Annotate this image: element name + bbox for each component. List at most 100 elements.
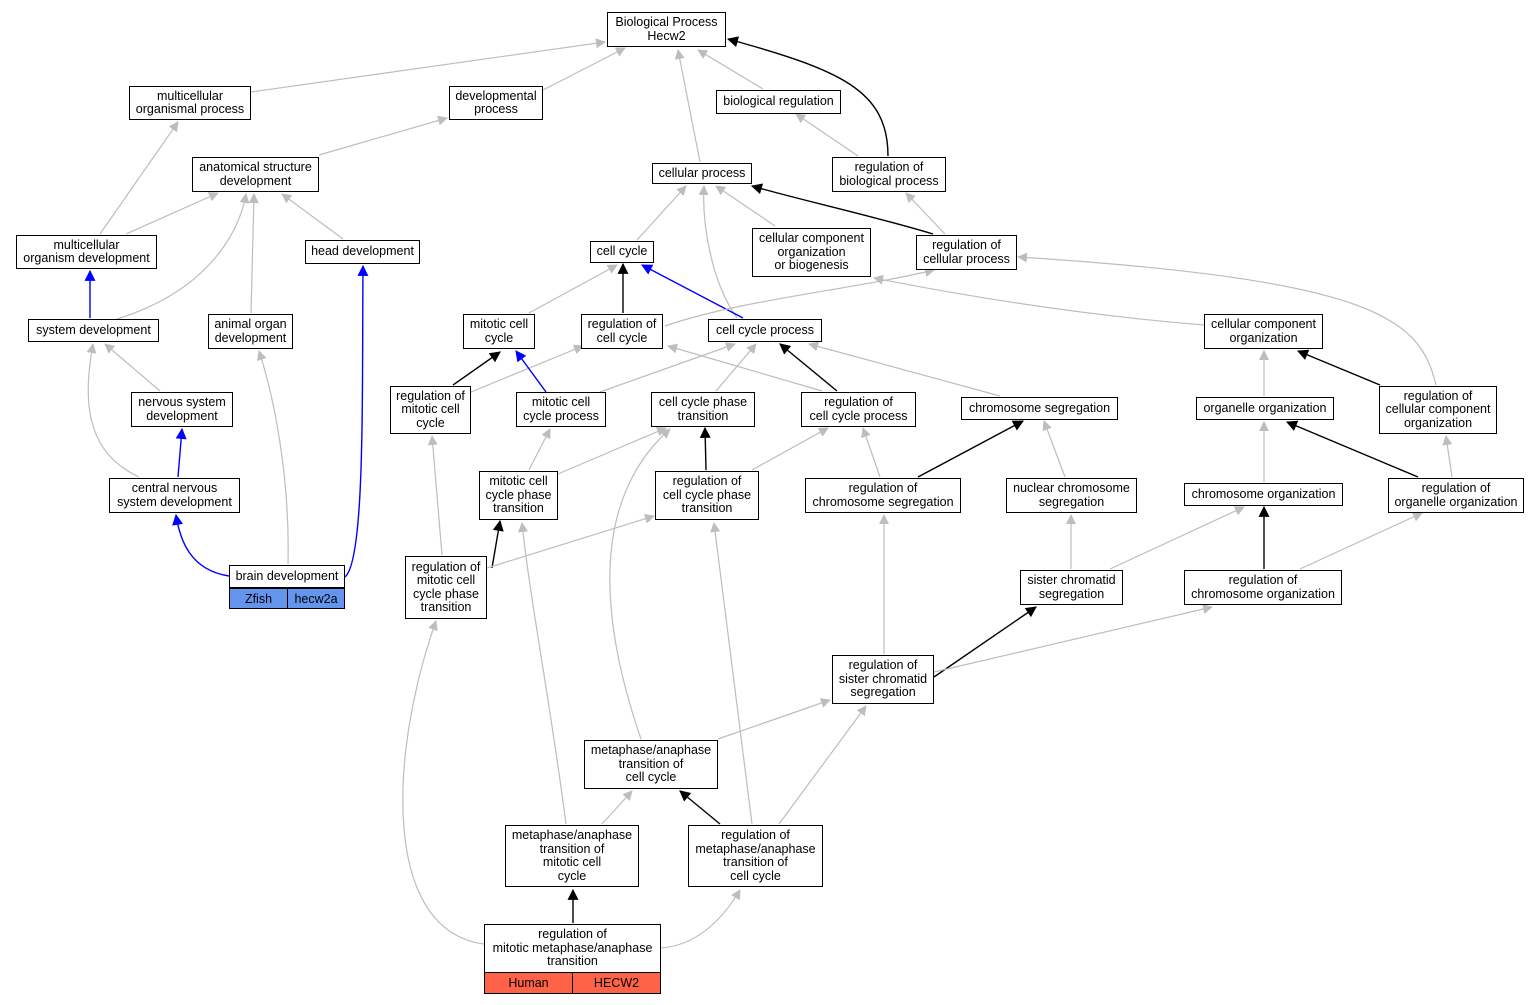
term-nuclear-chromosome-segregation[interactable]: nuclear chromosome segregation (1006, 478, 1137, 513)
edge-69 (660, 889, 741, 949)
term-sister-chromatid-segregation[interactable]: sister chromatid segregation (1020, 570, 1123, 605)
term-cell-cycle[interactable]: cell cycle (590, 241, 654, 263)
edge-28 (86, 343, 140, 478)
edge-68 (402, 620, 485, 945)
human-gene-badge: HECW2 (572, 972, 661, 994)
term-mitotic-cell-cycle-process[interactable]: mitotic cell cycle process (516, 392, 606, 427)
term-root[interactable]: Biological Process Hecw2 (607, 12, 726, 47)
edge-47 (427, 435, 443, 556)
edge-3 (697, 49, 764, 90)
term-cell-cycle-phase-transition[interactable]: cell cycle phase transition (651, 392, 755, 427)
human-species-badge: Human (484, 972, 573, 994)
term-regulation-of-cellular-component-organization[interactable]: regulation of cellular component organiz… (1379, 386, 1497, 434)
edge-42 (917, 420, 1024, 478)
edge-25 (1296, 349, 1381, 386)
edge-14 (715, 185, 776, 227)
edge-13 (636, 185, 687, 241)
term-regulation-of-sister-chromatid-segregation[interactable]: regulation of sister chromatid segregati… (832, 655, 934, 704)
edge-59 (933, 604, 1213, 673)
edge-65 (710, 522, 753, 825)
edge-63 (601, 790, 633, 825)
edge-20 (641, 264, 744, 319)
term-metaphase-anaphase-transition-of-mitotic-cell-cycle[interactable]: metaphase/anaphase transition of mitotic… (505, 825, 639, 887)
term-chromosome-segregation[interactable]: chromosome segregation (961, 397, 1118, 420)
term-system-development[interactable]: system development (28, 319, 159, 342)
edge-66 (778, 705, 867, 825)
edge-5 (795, 113, 859, 157)
term-multicellular-organismal-process[interactable]: multicellular organismal process (129, 86, 251, 120)
term-cellular-component-organization-or-biogenesis[interactable]: cellular component organization or bioge… (752, 228, 871, 277)
edge-41 (861, 427, 881, 478)
edge-12 (281, 193, 344, 240)
term-multicellular-organism-development[interactable]: multicellular organism development (16, 235, 157, 269)
term-biological-regulation[interactable]: biological regulation (716, 90, 841, 114)
edge-16 (905, 192, 946, 235)
edge-46 (1442, 435, 1453, 478)
edge-22 (873, 274, 1205, 326)
term-cell-cycle-process[interactable]: cell cycle process (708, 319, 822, 342)
edge-7 (99, 121, 179, 235)
term-regulation-of-cell-cycle-process[interactable]: regulation of cell cycle process (801, 392, 916, 427)
zfish-gene-badge: hecw2a (287, 588, 345, 609)
term-animal-organ-development[interactable]: animal organ development (208, 314, 293, 349)
zfish-species-badge: Zfish (229, 588, 288, 609)
term-regulation-of-metaphase-anaphase-transition-of-cell-cycle[interactable]: regulation of metaphase/anaphase transit… (688, 825, 823, 887)
edge-27 (175, 427, 187, 478)
edge-45 (1285, 420, 1419, 478)
edge-39 (699, 426, 711, 471)
term-cellular-process[interactable]: cellular process (652, 163, 752, 184)
edge-54 (1109, 506, 1245, 570)
edge-33 (715, 343, 757, 392)
edge-2 (674, 49, 701, 163)
term-mitotic-cell-cycle-phase-transition[interactable]: mitotic cell cycle phase transition (479, 471, 558, 520)
edge-51 (344, 264, 369, 578)
edge-0 (250, 38, 606, 93)
term-developmental-process[interactable]: developmental process (449, 86, 543, 120)
term-central-nervous-system-development[interactable]: central nervous system development (109, 478, 240, 513)
term-organelle-organization[interactable]: organelle organization (1196, 397, 1334, 420)
term-regulation-of-cellular-process[interactable]: regulation of cellular process (916, 235, 1017, 270)
edge-4 (726, 36, 889, 157)
edge-32 (599, 342, 736, 393)
edge-48 (491, 519, 504, 569)
edge-64 (679, 790, 721, 825)
edge-34 (779, 343, 838, 392)
term-anatomical-structure-development[interactable]: anatomical structure development (192, 157, 319, 192)
edge-38 (557, 426, 667, 475)
edge-40 (751, 427, 829, 471)
term-regulation-of-cell-cycle-phase-transition[interactable]: regulation of cell cycle phase transitio… (655, 471, 759, 520)
edge-37 (528, 428, 551, 471)
term-regulation-of-cell-cycle[interactable]: regulation of cell cycle (581, 314, 663, 349)
term-regulation-of-mitotic-cell-cycle-phase-transition[interactable]: regulation of mitotic cell cycle phase t… (405, 556, 487, 619)
term-regulation-of-organelle-organization[interactable]: regulation of organelle organization (1388, 478, 1524, 513)
edge-29 (452, 351, 501, 386)
term-cellular-component-organization[interactable]: cellular component organization (1204, 314, 1323, 349)
term-nervous-system-development[interactable]: nervous system development (131, 392, 233, 427)
term-mitotic-cell-cycle[interactable]: mitotic cell cycle (463, 314, 535, 349)
term-regulation-of-biological-process[interactable]: regulation of biological process (832, 157, 946, 192)
edge-26 (104, 343, 161, 392)
edge-56 (1299, 512, 1423, 570)
edge-36 (808, 341, 1001, 397)
edge-6 (318, 115, 448, 156)
edge-19 (528, 264, 618, 314)
edge-15 (750, 183, 934, 235)
term-chromosome-organization[interactable]: chromosome organization (1184, 483, 1343, 506)
edge-21 (664, 267, 935, 327)
edge-61 (609, 428, 671, 740)
edge-31 (515, 350, 547, 393)
term-regulation-of-mitotic-metaphase-anaphase-transition[interactable]: regulation of mitotic metaphase/anaphase… (484, 924, 661, 973)
edge-58 (933, 606, 1037, 678)
edge-60 (717, 698, 831, 740)
edge-1 (542, 47, 626, 91)
term-regulation-of-chromosome-organization[interactable]: regulation of chromosome organization (1184, 570, 1342, 605)
term-regulation-of-mitotic-cell-cycle[interactable]: regulation of mitotic cell cycle (390, 386, 471, 434)
edge-23 (1017, 252, 1437, 386)
term-metaphase-anaphase-transition-of-cell-cycle[interactable]: metaphase/anaphase transition of cell cy… (584, 740, 718, 789)
edges (84, 36, 1453, 949)
term-head-development[interactable]: head development (305, 240, 420, 264)
edge-10 (116, 193, 250, 320)
term-regulation-of-chromosome-segregation[interactable]: regulation of chromosome segregation (805, 478, 961, 513)
term-brain-development[interactable]: brain development (229, 565, 345, 588)
